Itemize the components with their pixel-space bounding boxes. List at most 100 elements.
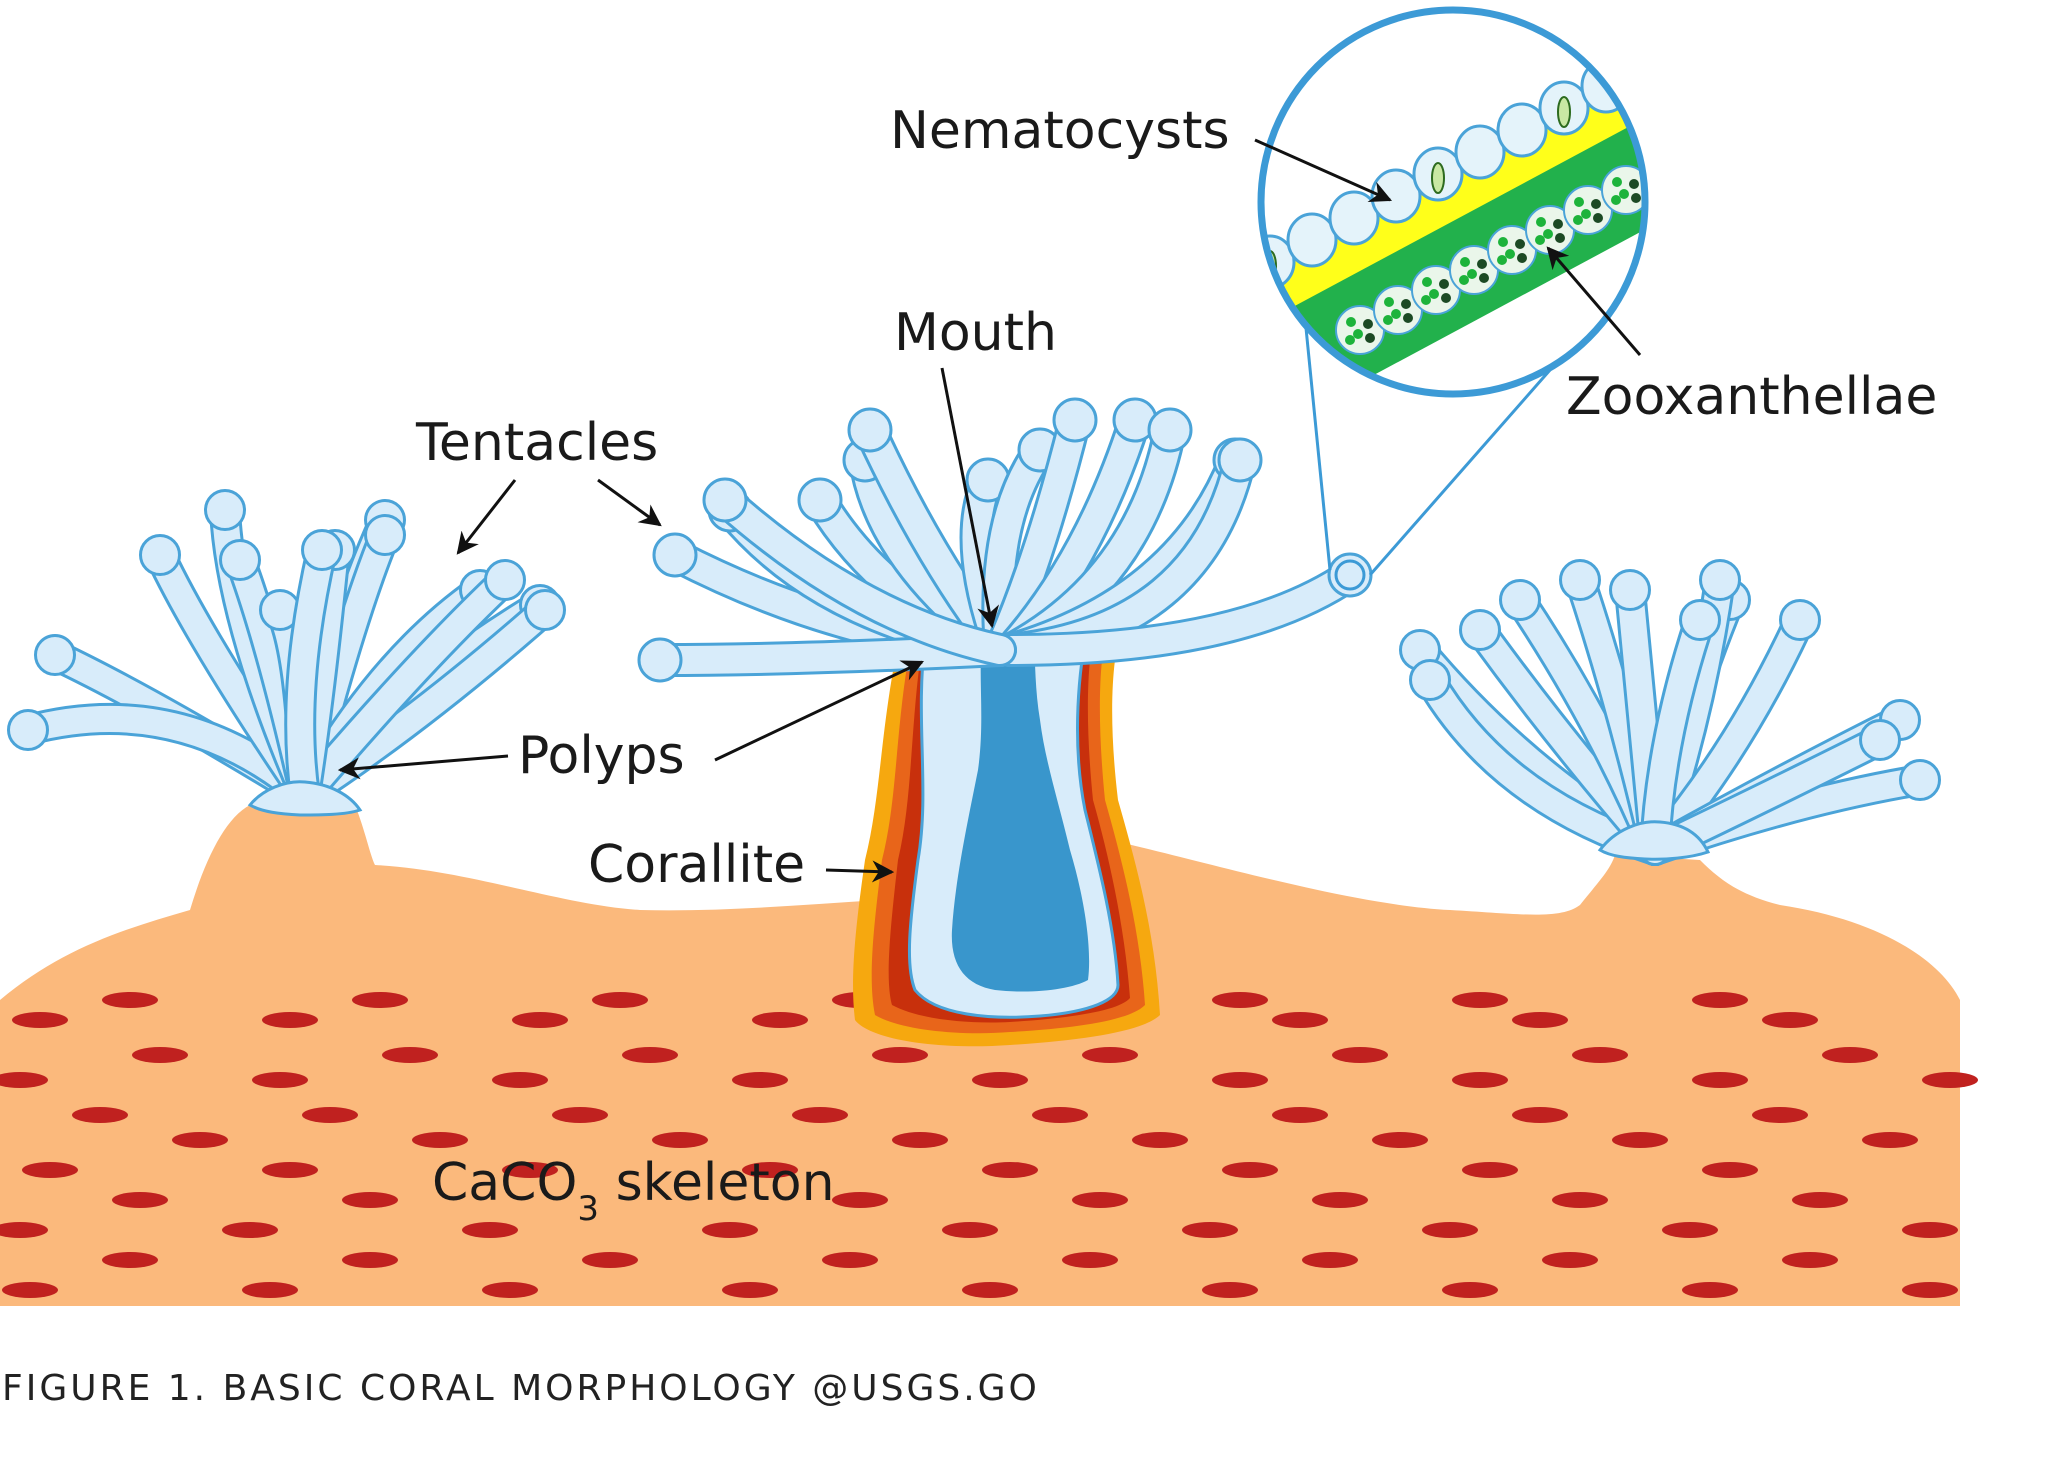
zooxanthella <box>1574 197 1584 207</box>
skeleton-spot <box>342 1192 398 1208</box>
zooxanthella <box>1363 319 1373 329</box>
mouth-arrow <box>940 367 1000 629</box>
skeleton-spot <box>972 1072 1028 1088</box>
zooxanthella <box>1581 209 1591 219</box>
zooxanthella <box>1401 299 1411 309</box>
skeleton-spot <box>1542 1252 1598 1268</box>
skeleton-spot <box>652 1132 708 1148</box>
skeleton-spot <box>262 1162 318 1178</box>
skeleton-spot <box>132 1047 188 1063</box>
skeleton-spot <box>1692 992 1748 1008</box>
skeleton-spot <box>1452 992 1508 1008</box>
skeleton-spot <box>962 1282 1018 1298</box>
skeleton-spot <box>1822 1047 1878 1063</box>
nematocysts-arrow <box>1254 138 1393 203</box>
zooxanthella <box>1479 273 1489 283</box>
zooxanthella <box>1515 239 1525 249</box>
label-mouth: Mouth <box>894 303 1057 363</box>
skeleton-spot <box>1862 1132 1918 1148</box>
polyps-arrow-left <box>337 754 509 780</box>
polyps-arrow-right <box>714 660 924 762</box>
figure-caption: FIGURE 1. BASIC CORAL MORPHOLOGY @USGS.G… <box>2 1368 1040 1409</box>
skeleton-spot <box>1182 1222 1238 1238</box>
skeleton-spot <box>512 1012 568 1028</box>
skeleton-spot <box>382 1047 438 1063</box>
zooxanthella <box>1553 219 1563 229</box>
zooxanthella <box>1612 177 1622 187</box>
tentacles-arrow-left <box>456 479 517 555</box>
zoom-ring <box>1257 6 1649 398</box>
zooxanthella <box>1346 317 1356 327</box>
zooxanthellae-arrow <box>1546 246 1642 356</box>
tentacles-arrow-right <box>597 478 662 527</box>
zooxanthella <box>1477 259 1487 269</box>
zooxanthella <box>1669 173 1679 183</box>
zooxanthella <box>1667 159 1677 169</box>
zooxanthella <box>1365 333 1375 343</box>
skeleton-spot <box>482 1282 538 1298</box>
skeleton-spot <box>492 1072 548 1088</box>
skeleton-spot <box>1032 1107 1088 1123</box>
zoom-target <box>1334 559 1366 591</box>
zooxanthella <box>1555 233 1565 243</box>
skeleton-spot <box>1372 1132 1428 1148</box>
zooxanthella <box>1619 189 1629 199</box>
tissue-zoom-inset <box>1257 6 1679 398</box>
leader-arrows <box>337 138 1642 883</box>
center-polyp <box>907 627 1120 1019</box>
skeleton-spot <box>1792 1192 1848 1208</box>
skeleton-spot <box>792 1107 848 1123</box>
skeleton-spot <box>1132 1132 1188 1148</box>
zooxanthella <box>1498 237 1508 247</box>
skeleton-spot <box>702 1222 758 1238</box>
skeleton-spot <box>1702 1162 1758 1178</box>
zooxanthella <box>1517 253 1527 263</box>
zooxanthella <box>1345 335 1355 345</box>
skeleton-spot <box>1752 1107 1808 1123</box>
skeleton-spot <box>462 1222 518 1238</box>
skeleton-spot <box>262 1012 318 1028</box>
skeleton-spot <box>552 1107 608 1123</box>
skeleton-spot <box>1902 1222 1958 1238</box>
zooxanthella <box>1439 279 1449 289</box>
skeleton-spot <box>0 1222 48 1238</box>
skeleton-spot <box>1312 1192 1368 1208</box>
skeleton-spot <box>1572 1047 1628 1063</box>
tentacles <box>7 397 1941 866</box>
zooxanthella <box>1459 275 1469 285</box>
skeleton-spot <box>302 1107 358 1123</box>
skeleton-spots <box>0 992 1978 1298</box>
skeleton-spot <box>72 1107 128 1123</box>
skeleton-spot <box>592 992 648 1008</box>
skeleton-spot <box>1212 1072 1268 1088</box>
skeleton-spot <box>1332 1047 1388 1063</box>
zooxanthella <box>1629 179 1639 189</box>
right-polyp-base <box>1597 820 1711 861</box>
skeleton-spot <box>1552 1192 1608 1208</box>
epidermis-cell <box>1286 212 1338 268</box>
label-tentacles: Tentacles <box>415 413 658 473</box>
skeleton-spot <box>1222 1162 1278 1178</box>
zooxanthella <box>1403 313 1413 323</box>
left-polyp-base <box>247 780 363 817</box>
zooxanthella <box>1591 199 1601 209</box>
zooxanthella <box>1611 195 1621 205</box>
label-polyps: Polyps <box>518 726 685 786</box>
epidermis-cell <box>1622 36 1645 92</box>
zooxanthella <box>1422 277 1432 287</box>
skeleton-spot <box>412 1132 468 1148</box>
skeleton-spot <box>1302 1252 1358 1268</box>
tentacle <box>284 529 343 811</box>
skeleton-spot <box>1072 1192 1128 1208</box>
skeleton-spot <box>622 1047 678 1063</box>
skeleton-spot <box>2 1282 58 1298</box>
zooxanthella <box>1441 293 1451 303</box>
skeleton-spot <box>1062 1252 1118 1268</box>
skeleton-spot <box>752 1012 808 1028</box>
label-nematocysts: Nematocysts <box>890 101 1230 161</box>
skeleton-spot <box>1692 1072 1748 1088</box>
skeleton-spot <box>872 1047 928 1063</box>
skeleton-spot <box>1922 1072 1978 1088</box>
skeleton-spot <box>222 1222 278 1238</box>
skeleton-spot <box>832 1192 888 1208</box>
